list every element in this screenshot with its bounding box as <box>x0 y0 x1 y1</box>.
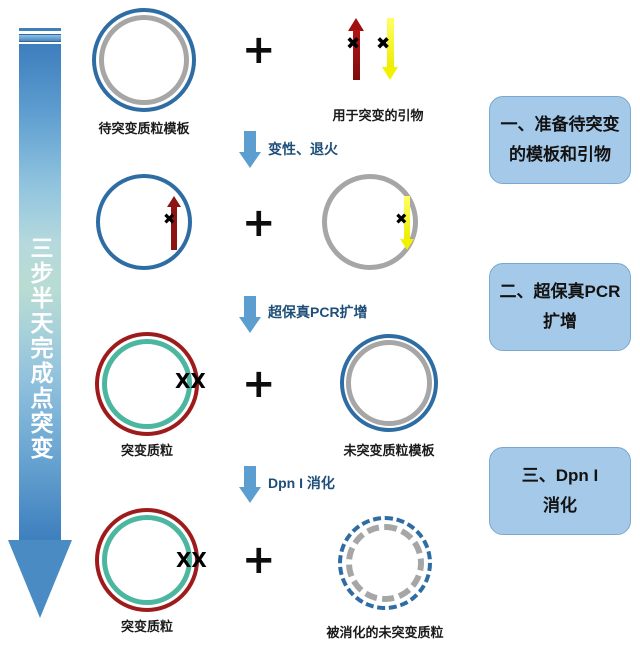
row3-template-inner-ring <box>346 340 432 426</box>
row2-primer-forward-shaft <box>171 206 177 250</box>
step-arrow-1 <box>239 131 261 169</box>
banner-top-cap <box>19 28 61 31</box>
plus-sign-row3: + <box>242 361 276 407</box>
row1-primer-reverse <box>382 18 399 80</box>
step-box-3-label: 三、Dpn I 消化 <box>521 466 599 515</box>
row4-right-caption: 被消化的未突变质粒 <box>326 625 444 640</box>
row2-primer-reverse-arrowhead-icon <box>400 239 414 250</box>
step-arrow-2-label: 超保真PCR扩增 <box>268 304 368 320</box>
row4-mutant-inner-ring <box>102 515 192 605</box>
row2-template-ring <box>96 174 192 270</box>
banner-arrowhead-icon <box>8 540 72 618</box>
row3-mutant-inner-ring <box>102 339 192 429</box>
step-arrow-3 <box>239 466 261 504</box>
step-box-2-label: 二、超保真PCR 扩增 <box>499 282 621 331</box>
row1-plasmid-inner-ring <box>99 15 189 105</box>
row3-template-outer-ring <box>340 334 438 432</box>
step-box-1-label: 一、准备待突变 的模板和引物 <box>500 115 620 164</box>
step-box-2[interactable]: 二、超保真PCR 扩增 <box>489 263 631 351</box>
row4-mutant-outer-ring <box>95 508 199 612</box>
plus-sign-row2: + <box>242 200 276 246</box>
banner-shaft <box>19 44 61 542</box>
row1-primer-forward-xmark: ✖ <box>346 34 361 54</box>
step-box-1[interactable]: 一、准备待突变 的模板和引物 <box>489 96 631 184</box>
step-arrow-3-label: Dpn I 消化 <box>268 475 335 491</box>
vertical-progress-arrow: 三步半天完成点突变 <box>8 28 72 618</box>
step-box-3[interactable]: 三、Dpn I 消化 <box>489 447 631 535</box>
row3-mutant-xmark: XX <box>175 369 206 393</box>
step-arrow-1-shaft <box>244 131 256 153</box>
row2-nontemplate-ring <box>322 174 418 270</box>
banner-top-cap-inner <box>19 34 61 42</box>
row3-mutant-outer-ring <box>95 332 199 436</box>
primer-reverse-arrowhead-icon <box>382 67 398 80</box>
primer-reverse-shaft <box>387 18 394 68</box>
step-arrow-1-head-icon <box>239 152 261 168</box>
step-arrow-2-shaft <box>244 296 256 318</box>
row4-digested-inner-ring <box>346 524 424 602</box>
row1-primer-reverse-xmark: ✖ <box>376 34 391 54</box>
row1-plasmid-outer-ring <box>92 8 196 112</box>
row2-primer-reverse-xmark: ✖ <box>395 210 408 228</box>
row4-left-caption: 突变质粒 <box>120 619 173 634</box>
row4-digested-outer-ring <box>338 516 432 610</box>
row2-primer-reverse <box>400 196 417 250</box>
row2-primer-reverse-shaft <box>404 196 410 240</box>
plus-sign-row1: + <box>242 27 276 73</box>
row3-left-caption: 突变质粒 <box>120 443 173 458</box>
banner-text: 三步半天完成点突变 <box>27 235 53 461</box>
row4-mutant-xmark: XX <box>176 548 207 572</box>
row1-left-caption: 待突变质粒模板 <box>98 121 190 136</box>
step-arrow-3-shaft <box>244 466 256 488</box>
plus-sign-row4: + <box>242 537 276 583</box>
step-arrow-1-label: 变性、退火 <box>268 141 338 157</box>
row2-primer-forward-xmark: ✖ <box>163 210 176 228</box>
row1-primer-forward <box>348 18 365 80</box>
step-arrow-3-head-icon <box>239 487 261 503</box>
row1-right-caption: 用于突变的引物 <box>332 108 424 123</box>
primer-forward-shaft <box>353 30 360 80</box>
row2-primer-forward-arrowhead-icon <box>167 196 181 207</box>
row2-primer-forward <box>167 196 184 250</box>
step-arrow-2-head-icon <box>239 317 261 333</box>
step-arrow-2 <box>239 296 261 334</box>
primer-forward-arrowhead-icon <box>348 18 364 31</box>
row3-right-caption: 未突变质粒模板 <box>343 443 435 458</box>
